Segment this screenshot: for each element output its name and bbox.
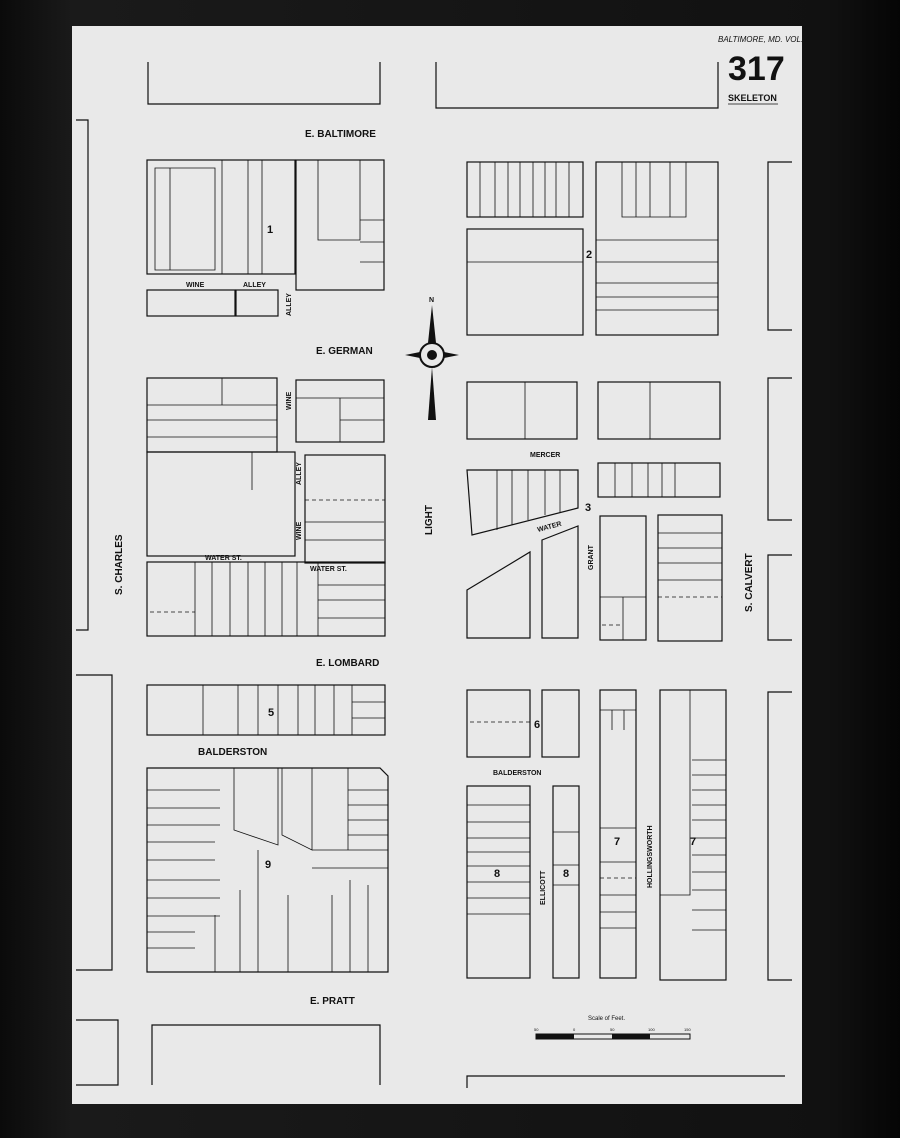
street-s-calvert: S. CALVERT <box>744 553 755 612</box>
blocks-east-edge <box>767 161 792 981</box>
street-alley-vertical: ALLEY <box>286 293 293 316</box>
block-west-middle <box>146 377 386 637</box>
block-2 <box>466 161 719 336</box>
block-number: 8 <box>494 868 500 880</box>
street-e-baltimore: E. BALTIMORE <box>305 129 376 140</box>
street-water-st-east: WATER ST. <box>310 566 347 573</box>
block-number: 8 <box>563 868 569 880</box>
street-hollingsworth: HOLLINGSWORTH <box>647 825 654 888</box>
sheet-number: 317 <box>728 50 785 88</box>
street-wine-alley-wine: WINE <box>186 282 205 289</box>
street-wine-alley-alley: ALLEY <box>243 282 266 289</box>
block-number: 7 <box>690 836 696 848</box>
block-5 <box>146 684 386 736</box>
block-8 <box>466 785 580 979</box>
street-balderston-east: BALDERSTON <box>493 770 541 777</box>
sheet-type: SKELETON <box>728 93 777 103</box>
blocks-west-edge <box>76 119 119 1086</box>
block-1 <box>146 159 385 317</box>
volume-label: BALTIMORE, MD. VOL. 4 <box>718 35 810 44</box>
block-number: 5 <box>268 707 274 719</box>
scale-title: Scale of Feet. <box>588 1016 625 1022</box>
street-wine-vertical: WINE <box>286 391 293 410</box>
block-bottom-left <box>151 1024 381 1085</box>
block-top-right <box>435 62 719 109</box>
street-e-pratt: E. PRATT <box>310 996 355 1007</box>
street-grant: GRANT <box>588 544 595 570</box>
street-light: LIGHT <box>424 505 435 535</box>
scale-tick: 50 <box>610 1027 615 1032</box>
block-3 <box>466 381 723 642</box>
block-number: 6 <box>534 719 540 731</box>
street-e-german: E. GERMAN <box>316 346 373 357</box>
block-6 <box>466 689 580 758</box>
street-balderston-west: BALDERSTON <box>198 747 267 758</box>
block-number: 1 <box>267 224 273 236</box>
block-9 <box>146 767 389 973</box>
street-s-charles: S. CHARLES <box>114 534 125 595</box>
scale-bar: Scale of Feet. 50 0 50 100 150 <box>534 1016 691 1040</box>
scale-tick: 100 <box>648 1027 655 1032</box>
scale-tick: 0 <box>573 1027 576 1032</box>
street-e-lombard: E. LOMBARD <box>316 658 379 669</box>
block-top-left <box>147 62 381 105</box>
street-wine-alley-v-alley: ALLEY <box>296 462 303 485</box>
scale-tick: 50 <box>534 1027 539 1032</box>
block-7 <box>599 689 727 981</box>
block-number: 2 <box>586 249 592 261</box>
block-number: 7 <box>614 836 620 848</box>
scale-tick: 150 <box>684 1027 691 1032</box>
street-water-st-west: WATER ST. <box>205 555 242 562</box>
map-sheet <box>72 26 802 1104</box>
block-number: 9 <box>265 859 271 871</box>
street-water: WATER <box>537 521 563 534</box>
north-arrow: N <box>405 297 459 420</box>
street-wine-alley-v-wine: WINE <box>296 521 303 540</box>
block-bottom-right <box>466 1075 785 1088</box>
street-ellicott: ELLICOTT <box>540 870 547 905</box>
north-label: N <box>429 297 434 304</box>
street-mercer: MERCER <box>530 452 560 459</box>
block-number: 3 <box>585 502 591 514</box>
